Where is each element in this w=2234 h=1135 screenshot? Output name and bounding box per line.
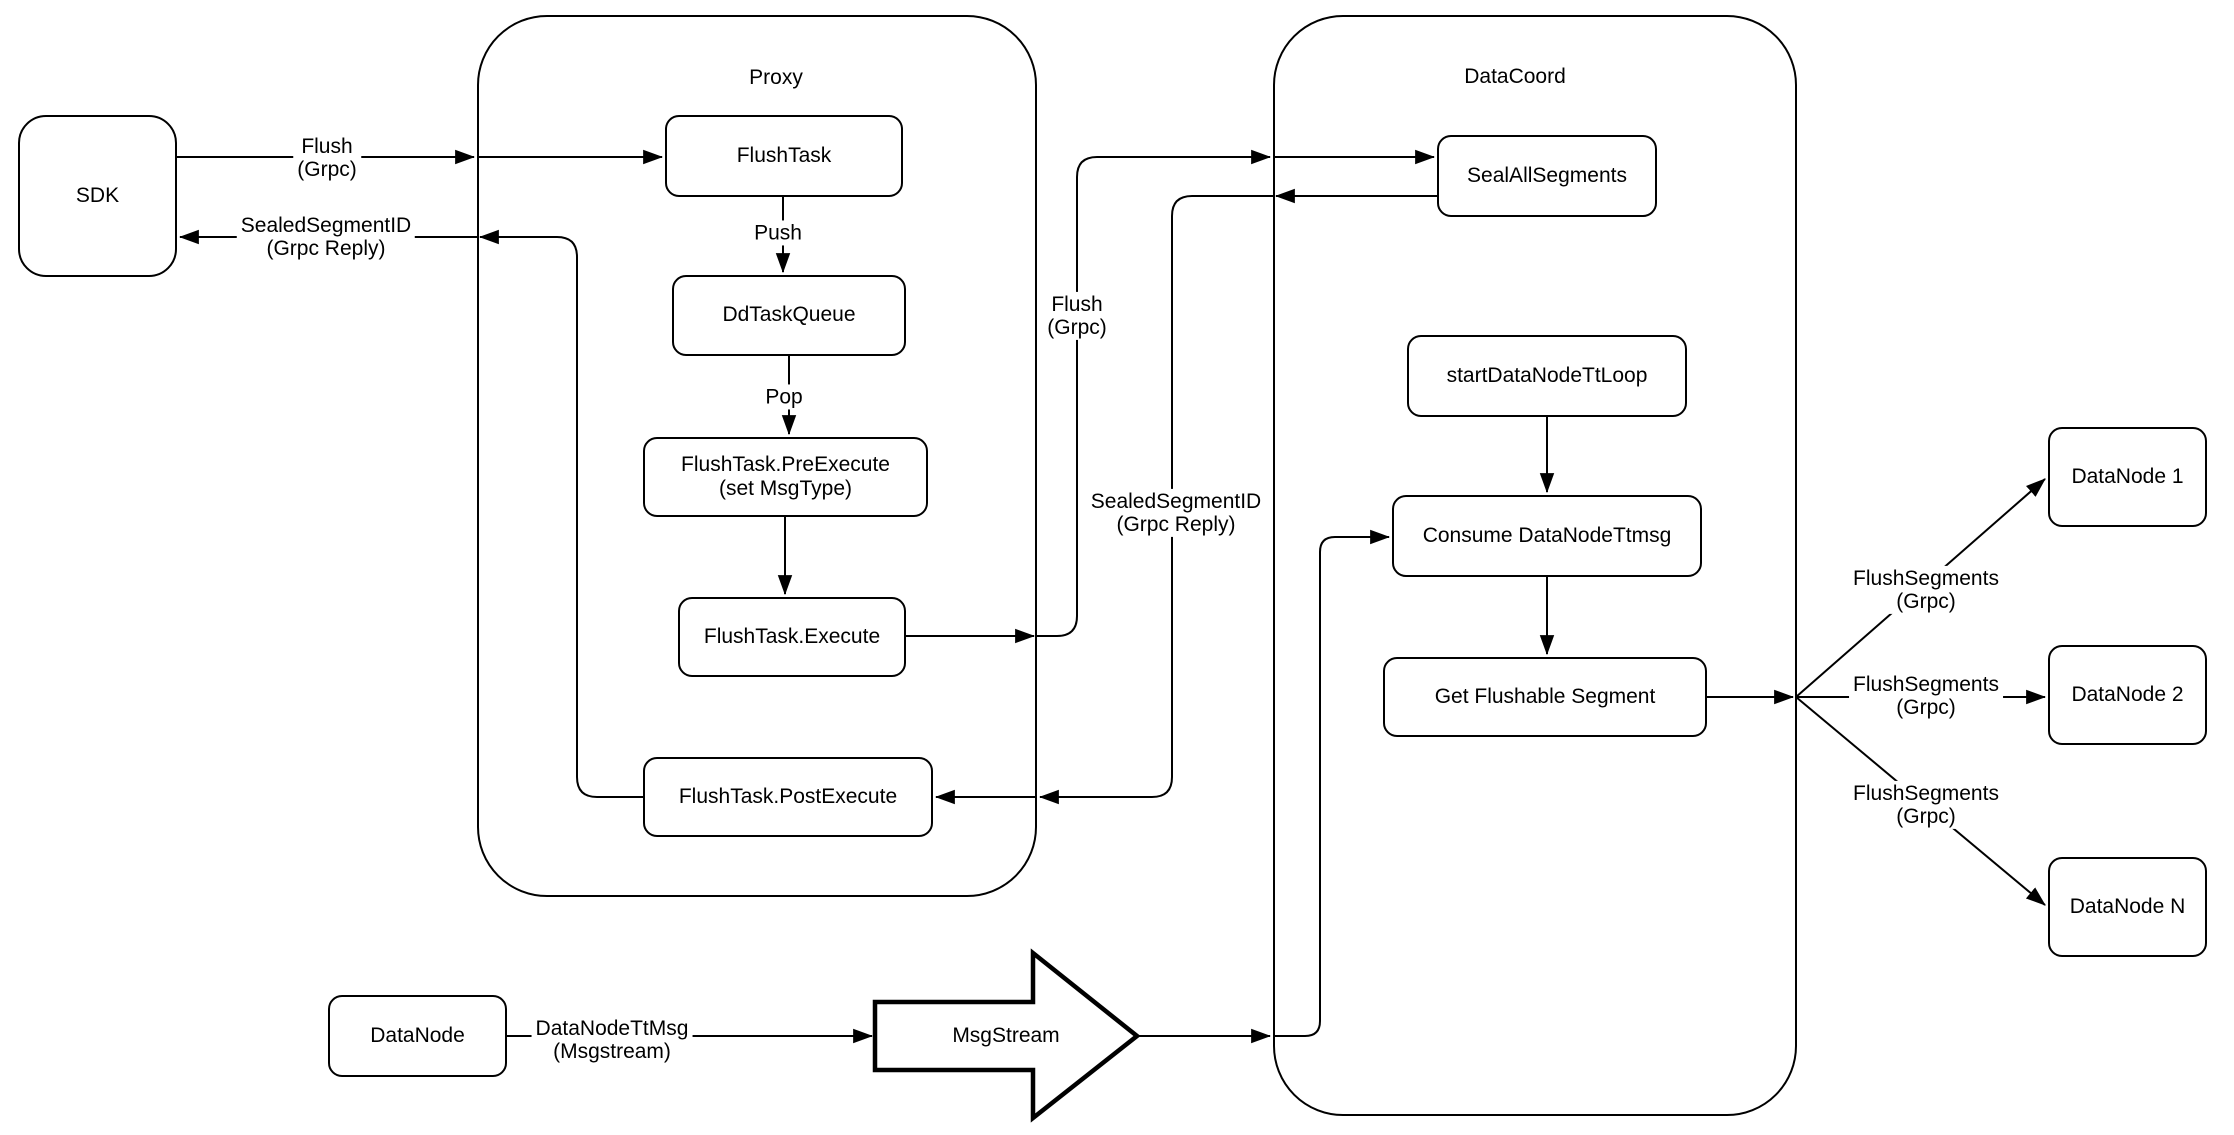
node-flushtask-postexecute: FlushTask.PostExecute: [643, 757, 933, 837]
edge-label-push: Push: [750, 220, 806, 246]
edge-label-flush-grpc-sdk: Flush (Grpc): [293, 133, 361, 183]
node-datanode-1: DataNode 1: [2048, 427, 2207, 527]
edge-label-sealedsegmentid-mid: SealedSegmentID (Grpc Reply): [1086, 488, 1266, 538]
edge-label-sealedsegmentid-sdk: SealedSegmentID (Grpc Reply): [236, 212, 416, 262]
node-ddtaskqueue: DdTaskQueue: [672, 275, 906, 356]
node-datanode-n: DataNode N: [2048, 857, 2207, 957]
edge-datacoord-to-consume: [1273, 529, 1391, 1037]
node-flushtask-preexecute: FlushTask.PreExecute (set MsgType): [643, 437, 928, 517]
edge-postexecute-to-proxy-edge: [478, 229, 643, 798]
edge-label-flushsegments-2: FlushSegments (Grpc): [1849, 671, 2003, 721]
edge-label-flush-grpc-mid: Flush (Grpc): [1043, 291, 1111, 341]
node-sdk: SDK: [18, 115, 177, 277]
edge-proxy-to-datacoord-flush: [1037, 149, 1272, 637]
edge-label-flushsegments-3: FlushSegments (Grpc): [1849, 780, 2003, 830]
msgstream-label: MsgStream: [952, 1024, 1060, 1047]
node-get-flushable-segment: Get Flushable Segment: [1383, 657, 1707, 737]
container-proxy: [477, 15, 1037, 897]
node-consume-datanodettmsg: Consume DataNodeTtmsg: [1392, 495, 1702, 577]
edge-label-datanodettmsg: DataNodeTtMsg (Msgstream): [531, 1015, 693, 1065]
container-datacoord-title: DataCoord: [1464, 65, 1566, 88]
node-startdatanodettloop: startDataNodeTtLoop: [1407, 335, 1687, 417]
node-flushtask-execute: FlushTask.Execute: [678, 597, 906, 677]
container-proxy-title: Proxy: [749, 66, 803, 89]
node-flushtask: FlushTask: [665, 115, 903, 197]
msgstream-arrow-shape: [872, 948, 1141, 1123]
node-sealallsegments: SealAllSegments: [1437, 135, 1657, 217]
edge-label-pop: Pop: [761, 384, 807, 410]
container-datacoord: [1273, 15, 1797, 1116]
edge-label-flushsegments-1: FlushSegments (Grpc): [1849, 565, 2003, 615]
node-datanode-2: DataNode 2: [2048, 645, 2207, 745]
node-datanode-source: DataNode: [328, 995, 507, 1077]
